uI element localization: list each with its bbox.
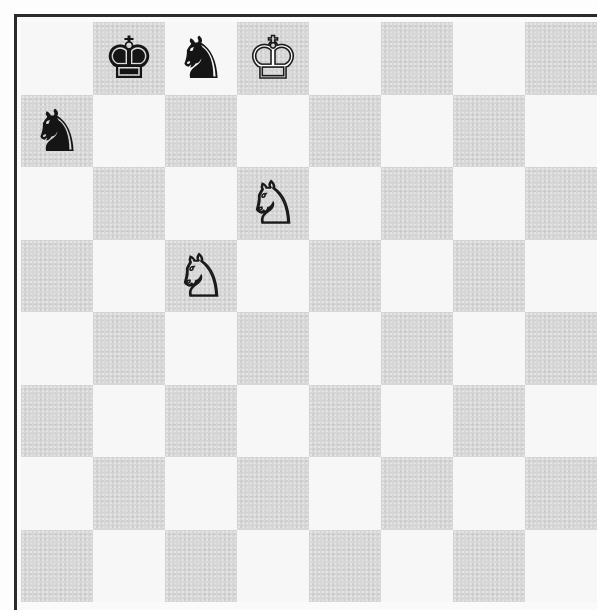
square-c7[interactable]	[165, 95, 237, 168]
square-h7[interactable]	[525, 95, 597, 168]
black-king-icon[interactable]: ♚	[103, 29, 155, 87]
square-a7[interactable]: ♞	[21, 95, 93, 168]
square-a3[interactable]	[21, 385, 93, 458]
square-c5[interactable]: ♘	[165, 240, 237, 313]
square-d5[interactable]	[237, 240, 309, 313]
square-d1[interactable]	[237, 530, 309, 603]
square-f1[interactable]	[381, 530, 453, 603]
square-g2[interactable]	[453, 457, 525, 530]
square-h6[interactable]	[525, 167, 597, 240]
square-e1[interactable]	[309, 530, 381, 603]
square-h1[interactable]	[525, 530, 597, 603]
square-b6[interactable]	[93, 167, 165, 240]
square-a5[interactable]	[21, 240, 93, 313]
square-d2[interactable]	[237, 457, 309, 530]
square-e8[interactable]	[309, 22, 381, 95]
square-f4[interactable]	[381, 312, 453, 385]
square-h4[interactable]	[525, 312, 597, 385]
square-b3[interactable]	[93, 385, 165, 458]
black-knight-icon[interactable]: ♞	[31, 102, 83, 160]
square-e2[interactable]	[309, 457, 381, 530]
square-g1[interactable]	[453, 530, 525, 603]
square-g4[interactable]	[453, 312, 525, 385]
square-d4[interactable]	[237, 312, 309, 385]
square-g3[interactable]	[453, 385, 525, 458]
square-g5[interactable]	[453, 240, 525, 313]
square-e3[interactable]	[309, 385, 381, 458]
square-e5[interactable]	[309, 240, 381, 313]
square-b7[interactable]	[93, 95, 165, 168]
square-a6[interactable]	[21, 167, 93, 240]
square-h8[interactable]	[525, 22, 597, 95]
square-c1[interactable]	[165, 530, 237, 603]
square-b1[interactable]	[93, 530, 165, 603]
square-d3[interactable]	[237, 385, 309, 458]
square-a4[interactable]	[21, 312, 93, 385]
black-knight-icon[interactable]: ♞	[175, 29, 227, 87]
square-f2[interactable]	[381, 457, 453, 530]
square-e7[interactable]	[309, 95, 381, 168]
white-king-icon[interactable]: ♔	[247, 29, 299, 87]
square-b4[interactable]	[93, 312, 165, 385]
square-b5[interactable]	[93, 240, 165, 313]
square-d6[interactable]: ♘	[237, 167, 309, 240]
square-a8[interactable]	[21, 22, 93, 95]
square-g8[interactable]	[453, 22, 525, 95]
square-f6[interactable]	[381, 167, 453, 240]
square-d8[interactable]: ♔	[237, 22, 309, 95]
square-c8[interactable]: ♞	[165, 22, 237, 95]
white-knight-icon[interactable]: ♘	[175, 247, 227, 305]
square-e4[interactable]	[309, 312, 381, 385]
square-f8[interactable]	[381, 22, 453, 95]
square-h2[interactable]	[525, 457, 597, 530]
square-b8[interactable]: ♚	[93, 22, 165, 95]
square-g6[interactable]	[453, 167, 525, 240]
square-f7[interactable]	[381, 95, 453, 168]
square-a2[interactable]	[21, 457, 93, 530]
square-f5[interactable]	[381, 240, 453, 313]
square-e6[interactable]	[309, 167, 381, 240]
square-c6[interactable]	[165, 167, 237, 240]
square-h3[interactable]	[525, 385, 597, 458]
square-d7[interactable]	[237, 95, 309, 168]
white-knight-icon[interactable]: ♘	[247, 174, 299, 232]
square-b2[interactable]	[93, 457, 165, 530]
square-c4[interactable]	[165, 312, 237, 385]
square-c3[interactable]	[165, 385, 237, 458]
square-c2[interactable]	[165, 457, 237, 530]
square-h5[interactable]	[525, 240, 597, 313]
square-a1[interactable]	[21, 530, 93, 603]
square-f3[interactable]	[381, 385, 453, 458]
chessboard: ♚ ♞ ♔ ♞ ♘ ♘	[21, 22, 597, 602]
square-g7[interactable]	[453, 95, 525, 168]
